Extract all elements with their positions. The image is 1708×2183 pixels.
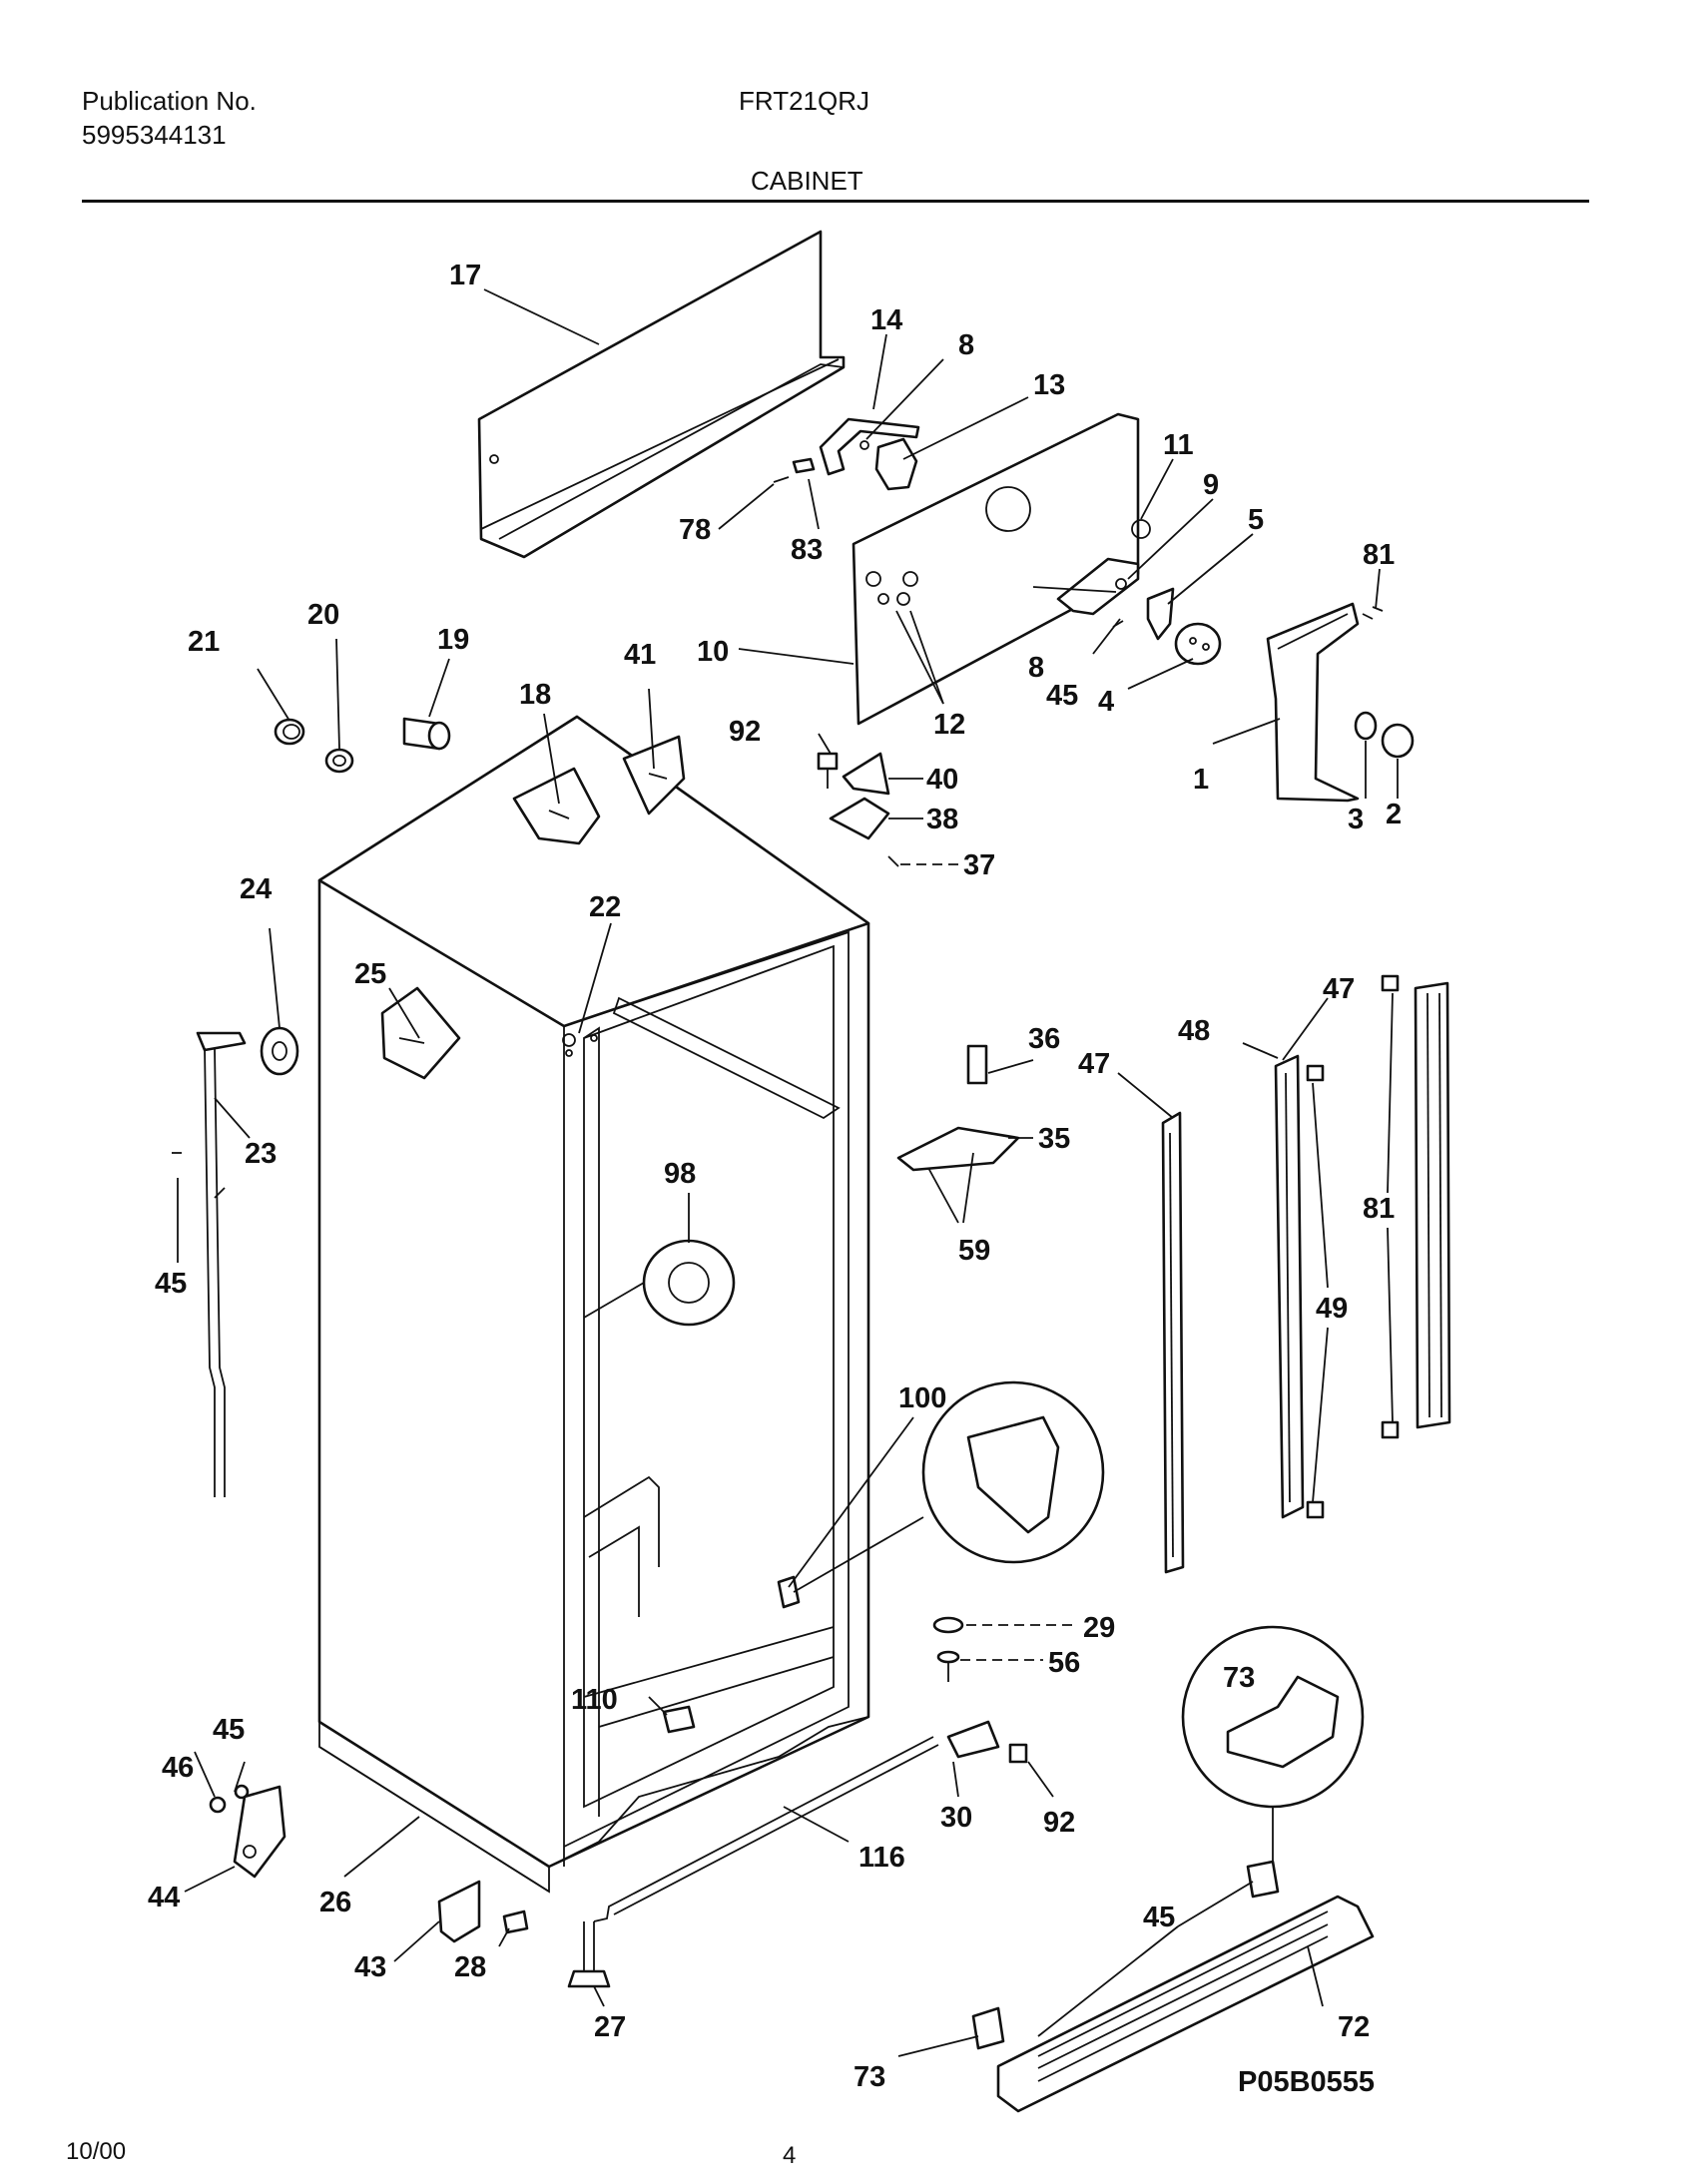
callout-3: 3 [1348, 804, 1364, 835]
callout-22: 22 [589, 891, 621, 923]
leveling-leg [567, 1921, 611, 1988]
callout-38: 38 [926, 804, 958, 835]
callout-36: 36 [1028, 1023, 1060, 1055]
callout-40: 40 [926, 764, 958, 796]
callout-12: 12 [933, 709, 965, 741]
callout-72: 72 [1338, 2011, 1370, 2043]
door-stop-rod [196, 1031, 247, 1497]
callout-92-top: 92 [729, 716, 761, 748]
lower-hinge [437, 1880, 529, 1943]
cabinet-shell [317, 715, 870, 1894]
callout-21: 21 [188, 626, 220, 658]
center-hinge [896, 1044, 1020, 1172]
damper-bracket [773, 417, 920, 491]
callout-4: 4 [1098, 686, 1114, 718]
callout-116: 116 [858, 1842, 905, 1874]
callout-23: 23 [245, 1138, 277, 1170]
callout-45-fan: 45 [1046, 680, 1078, 712]
callout-47-left: 47 [1078, 1048, 1110, 1080]
callout-37: 37 [963, 849, 995, 881]
rear-cover-panel [477, 230, 846, 559]
callout-8-top: 8 [958, 329, 974, 361]
callout-20: 20 [307, 599, 339, 631]
rod-bracket [946, 1720, 1028, 1764]
callout-13: 13 [1033, 369, 1065, 401]
callout-45-hinge: 45 [213, 1714, 245, 1746]
top-hinge-brackets [512, 735, 686, 1057]
cover-bracket-detail [777, 1380, 1105, 1609]
callout-8-lower: 8 [1028, 652, 1044, 684]
callout-83: 83 [791, 534, 823, 566]
callout-41: 41 [624, 639, 656, 671]
leader-lines [177, 288, 1399, 2057]
callout-45-left: 45 [155, 1268, 187, 1300]
callout-47-right: 47 [1323, 973, 1355, 1005]
callout-1: 1 [1193, 764, 1209, 796]
callout-26: 26 [319, 1887, 351, 1918]
callout-110: 110 [571, 1684, 618, 1716]
page-number: 4 [783, 2142, 797, 2169]
section-title: CABINET [751, 166, 863, 196]
top-hinge [817, 752, 899, 867]
callout-100: 100 [898, 1382, 946, 1414]
callout-78: 78 [679, 514, 711, 546]
drain-grommet [642, 1239, 736, 1327]
callout-49: 49 [1316, 1293, 1348, 1325]
callout-46: 46 [162, 1752, 194, 1784]
callout-92-lower: 92 [1043, 1807, 1075, 1839]
drawing-code: P05B0555 [1238, 2066, 1375, 2098]
callout-labels: 1 2 3 4 5 8 8 9 10 11 12 13 14 17 18 19 … [148, 260, 1402, 2093]
callout-9: 9 [1203, 469, 1219, 501]
fan-assembly [1056, 557, 1222, 666]
publication-label: Publication No. [82, 86, 257, 116]
callout-18: 18 [519, 679, 551, 711]
callout-5: 5 [1248, 504, 1264, 536]
bottom-hinge [209, 1784, 286, 1879]
control-housing [1266, 602, 1415, 803]
callout-73-lower: 73 [854, 2061, 885, 2093]
callout-44: 44 [148, 1882, 180, 1913]
callout-81-side: 81 [1363, 1193, 1395, 1225]
callout-43: 43 [354, 1951, 386, 1983]
model-number: FRT21QRJ [739, 86, 869, 116]
callout-29: 29 [1083, 1612, 1115, 1644]
side-bracket [380, 986, 461, 1080]
callout-27: 27 [594, 2011, 626, 2043]
bushing [260, 1026, 299, 1076]
toe-grille [971, 1860, 1375, 2113]
strip-screws [172, 613, 1400, 1519]
callout-14: 14 [870, 304, 902, 336]
leveler-hardware [932, 1616, 964, 1682]
callout-98: 98 [664, 1158, 696, 1190]
callout-17: 17 [449, 260, 481, 291]
callout-28: 28 [454, 1951, 486, 1983]
callout-73-detail: 73 [1223, 1662, 1255, 1694]
callout-45-grille: 45 [1143, 1902, 1175, 1933]
evaporator-cover [852, 412, 1151, 726]
callout-25: 25 [354, 958, 386, 990]
trim-strips [1161, 981, 1451, 1574]
footer-date: 10/00 [66, 2138, 127, 2165]
header-rule [82, 200, 1589, 203]
callout-81-top: 81 [1363, 539, 1395, 571]
callout-35: 35 [1038, 1123, 1070, 1155]
callout-56: 56 [1048, 1647, 1080, 1679]
connecting-rod [593, 1736, 939, 1922]
callout-59: 59 [958, 1235, 990, 1267]
hinge-detail [1181, 1625, 1365, 1867]
grommets [274, 717, 451, 774]
callout-10: 10 [697, 636, 729, 668]
bracket-110 [662, 1705, 696, 1734]
callout-24: 24 [240, 873, 272, 905]
callout-2: 2 [1386, 799, 1402, 830]
callout-19: 19 [437, 624, 469, 656]
callout-48: 48 [1178, 1015, 1210, 1047]
callout-11: 11 [1163, 429, 1194, 461]
callout-30: 30 [940, 1802, 972, 1834]
publication-number: 5995344131 [82, 120, 227, 150]
